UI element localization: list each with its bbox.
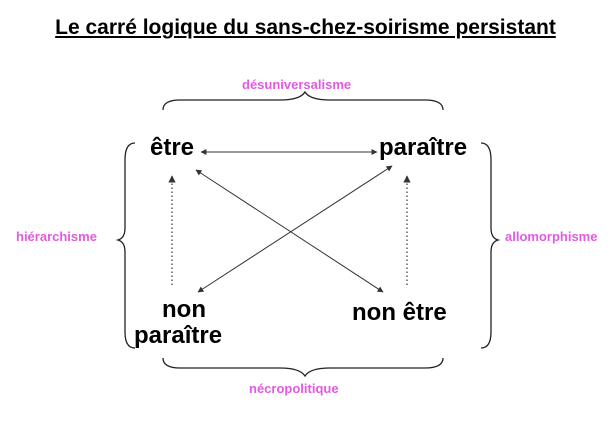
node-non-paraitre-line2: paraître [134,322,223,349]
top-brace [162,90,444,111]
side-label-bottom: nécropolitique [249,381,339,396]
node-paraitre: paraître [379,134,468,161]
node-non-paraitre-line1: non [162,296,206,323]
contradiction-arrow-paraitre-nonparaitre [197,165,393,293]
right-brace [480,142,501,349]
side-label-top: désuniversalisme [242,77,352,92]
node-non-etre: non être [352,299,447,326]
side-label-right: allomorphisme [505,229,598,244]
node-etre: être [150,134,195,161]
bottom-brace [162,357,444,378]
contradiction-arrow-etre-nonetre [195,169,384,293]
left-brace [115,142,136,349]
side-label-left: hiérarchisme [16,229,97,244]
diagram-title: Le carré logique du sans-chez-soirisme p… [55,16,556,39]
